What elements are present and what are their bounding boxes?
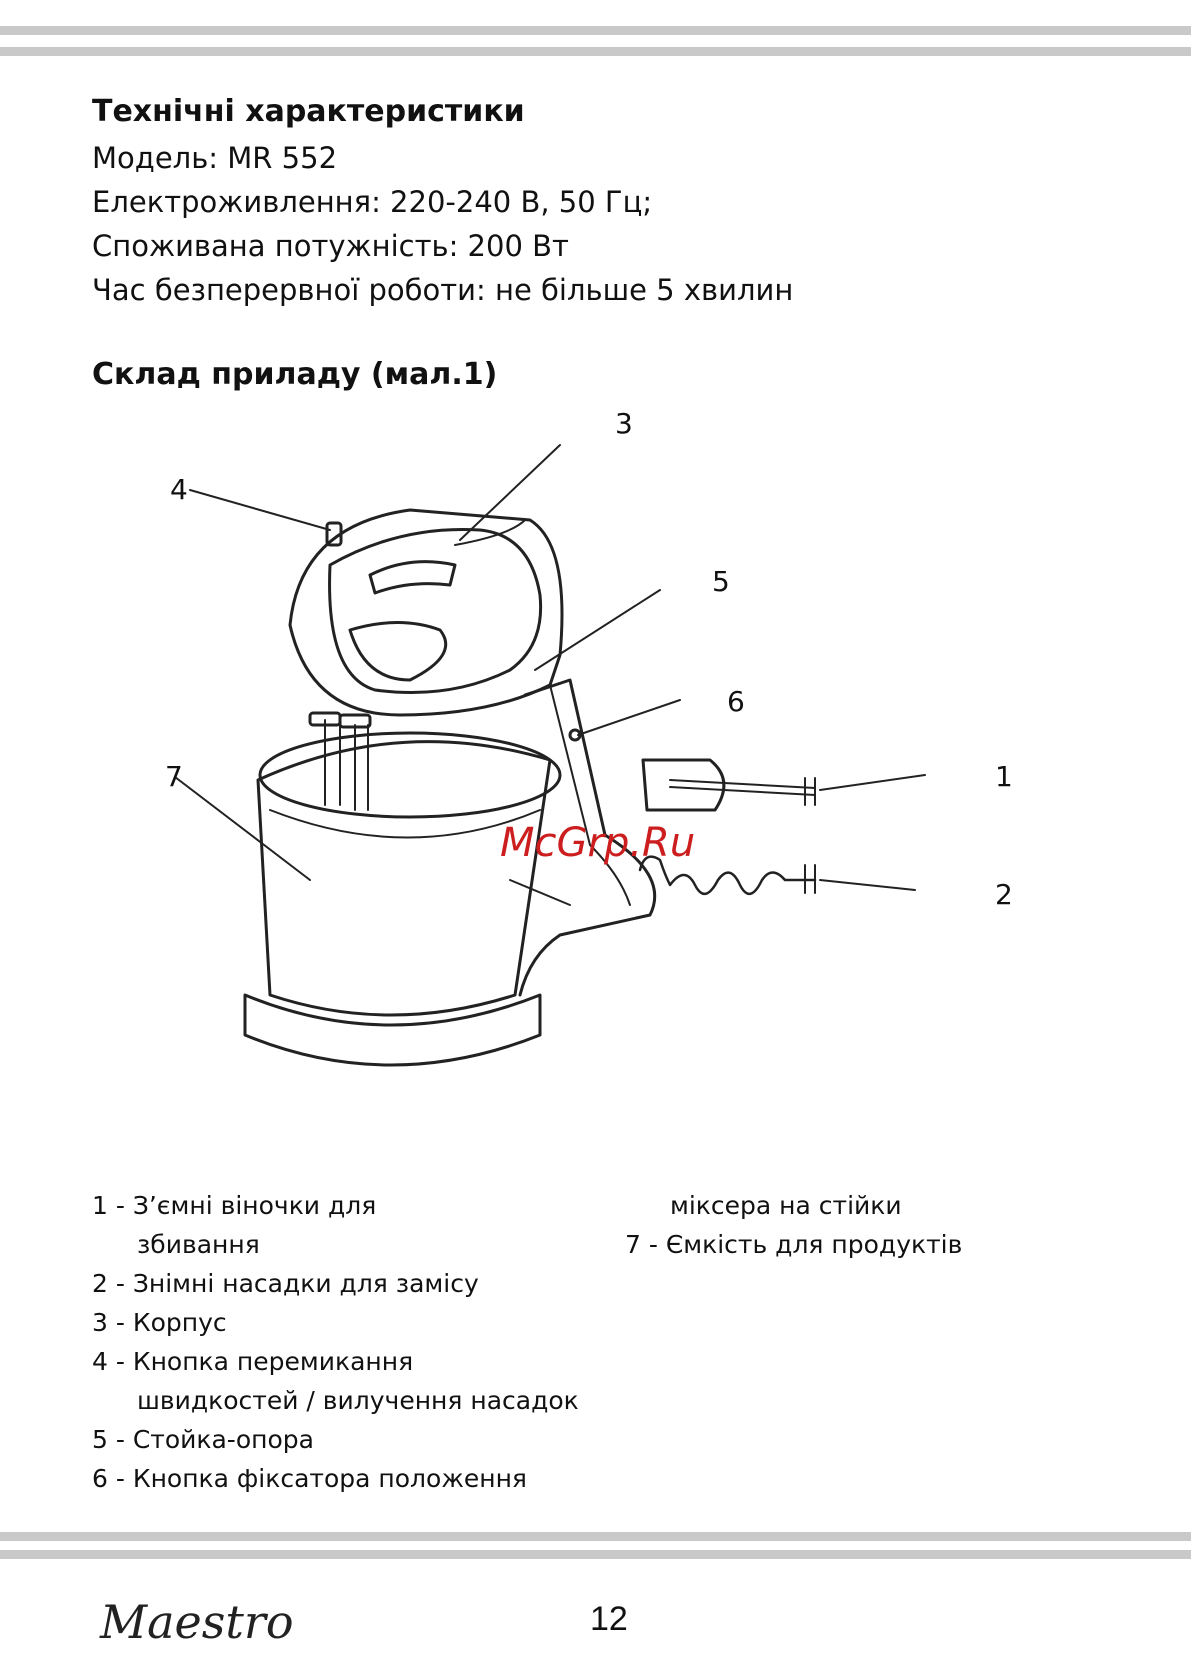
legend-item-4-cont: швидкостей / вилучення насадок: [137, 1386, 579, 1415]
bowl-rim: [258, 731, 562, 819]
spec-power-supply: Електроживлення: 220-240 В, 50 Гц;: [92, 185, 653, 219]
callout-2: 2: [995, 878, 1013, 911]
watermark: McGrp.Ru: [500, 820, 696, 866]
legend-item-5: 5 - Стойка-опора: [92, 1425, 314, 1454]
brand-logo: Maestro: [100, 1595, 294, 1649]
stand: [518, 678, 657, 997]
whisk-beater: [641, 758, 726, 812]
legend-item-3: 3 - Корпус: [92, 1308, 227, 1337]
legend-item-6-cont: міксера на стійки: [670, 1191, 902, 1220]
top-rule-2: [0, 47, 1191, 56]
bowl-base: [243, 993, 542, 1067]
legend-item-1: 1 - З’ємні віночки для: [92, 1191, 377, 1220]
legend-item-4: 4 - Кнопка перемикання: [92, 1347, 414, 1376]
spec-runtime: Час безперервної роботи: не більше 5 хви…: [92, 273, 794, 307]
callout-6: 6: [727, 685, 745, 718]
mixer-illustration: [174, 444, 926, 1067]
legend-item-2: 2 - Знімні насадки для замісу: [92, 1269, 479, 1298]
handle-grip: [368, 560, 457, 595]
top-rule-1: [0, 26, 1191, 35]
specifications-block: Технічні характеристики Модель: MR 552 Е…: [92, 90, 793, 312]
spec-model: Модель: MR 552: [92, 141, 338, 175]
dough-hook: [638, 855, 817, 895]
callout-7: 7: [165, 760, 183, 793]
legend-right: міксера на стійки 7 - Ємкість для продук…: [625, 1186, 1025, 1264]
page-number: 12: [590, 1600, 628, 1638]
specifications-title: Технічні характеристики: [92, 94, 525, 129]
bottom-rule-1: [0, 1532, 1191, 1541]
speed-button: [325, 521, 343, 547]
legend-left: 1 - З’ємні віночки для збивання 2 - Знім…: [92, 1186, 652, 1498]
spec-power-consumption: Споживана потужність: 200 Вт: [92, 229, 569, 263]
callout-5: 5: [712, 565, 730, 598]
legend-item-7: 7 - Ємкість для продуктів: [625, 1230, 963, 1259]
legend-item-6: 6 - Кнопка фіксатора положення: [92, 1464, 527, 1493]
legend-item-1-cont: збивання: [137, 1230, 260, 1259]
composition-title: Склад приладу (мал.1): [92, 357, 498, 392]
callout-4: 4: [170, 473, 188, 506]
callout-3: 3: [615, 407, 633, 440]
bottom-rule-2: [0, 1550, 1191, 1559]
callout-1: 1: [995, 760, 1013, 793]
bowl-body: [256, 740, 552, 1017]
mixer-figure: 3 4 5 6 7 1 2: [150, 407, 1050, 1135]
